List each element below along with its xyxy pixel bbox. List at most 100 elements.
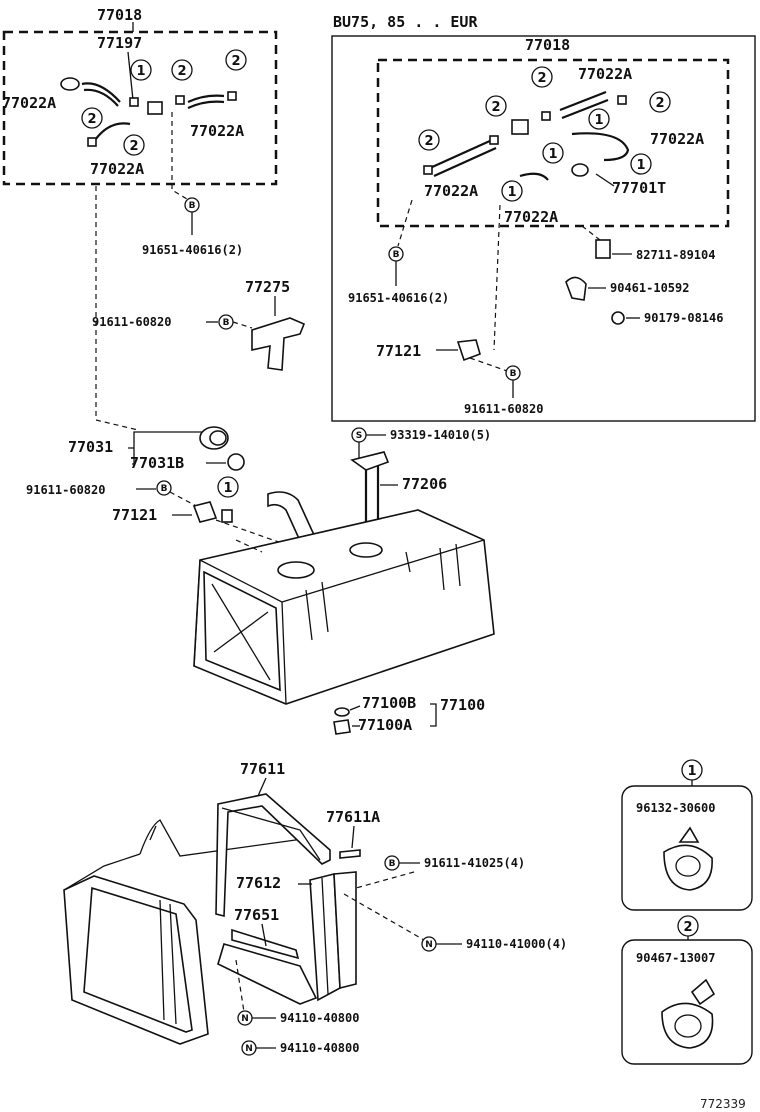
label-91611-41025[interactable]: 91611-41025(4)	[424, 856, 525, 870]
label-77612[interactable]: 77612	[236, 874, 281, 892]
clamp-callout-2c	[81, 107, 103, 129]
tank-sender-port	[349, 542, 383, 558]
inset-callout-1c	[630, 153, 652, 175]
label-77018-inset[interactable]: 77018	[525, 36, 570, 54]
svg-text:B: B	[161, 484, 168, 494]
label-77022a-bottom[interactable]: 77022A	[90, 160, 144, 178]
label-77018-left[interactable]: 77018	[97, 6, 142, 24]
svg-text:N: N	[425, 940, 433, 950]
svg-text:1: 1	[507, 185, 516, 200]
label-91651-40616-left[interactable]: 91651-40616(2)	[142, 243, 243, 257]
svg-text:2: 2	[231, 54, 240, 69]
label-77100b[interactable]: 77100B	[362, 694, 416, 712]
label-77031b[interactable]: 77031B	[130, 454, 184, 472]
leader-inset-82711	[581, 225, 601, 241]
cushion-77651	[217, 943, 318, 1005]
inset-hose-3	[571, 132, 630, 162]
bracket-77275	[251, 317, 306, 371]
label-91611-60820-inset[interactable]: 91611-60820	[464, 402, 543, 416]
bracket-77612-side	[333, 871, 357, 990]
leader-filler-to-hose-group	[95, 186, 139, 431]
label-77206[interactable]: 77206	[402, 475, 447, 493]
inset-clamp-d	[423, 165, 433, 175]
inset-callout-1d	[501, 180, 523, 202]
clip-82711	[595, 239, 611, 259]
tank-end-x-brace	[211, 583, 271, 681]
label-90461-10592[interactable]: 90461-10592	[610, 281, 689, 295]
label-77022a-inset-1[interactable]: 77022A	[578, 65, 632, 83]
svg-text:2: 2	[683, 920, 692, 935]
svg-text:B: B	[393, 250, 400, 260]
legend-part-96132-30600[interactable]: 96132-30600	[636, 801, 715, 815]
svg-text:2: 2	[537, 71, 546, 86]
label-77022a-inset-2[interactable]: 77022A	[650, 130, 704, 148]
label-82711-89104[interactable]: 82711-89104	[636, 248, 715, 262]
clamp-96132-30600	[663, 844, 713, 891]
label-77197[interactable]: 77197	[97, 34, 142, 52]
label-91611-60820-77121[interactable]: 91611-60820	[26, 483, 105, 497]
inset-frame	[331, 35, 756, 422]
clamp-small-tank	[221, 509, 233, 523]
label-77275[interactable]: 77275	[245, 278, 290, 296]
inset-callout-2b	[649, 91, 671, 113]
label-77022a-right[interactable]: 77022A	[190, 122, 244, 140]
assembly-77018-inset-boundary	[376, 58, 730, 228]
leader-77651	[261, 923, 267, 947]
leader-inset-bolt-b	[397, 199, 413, 247]
inset-callout-2a	[531, 66, 553, 88]
label-93319-14010[interactable]: 93319-14010(5)	[390, 428, 491, 442]
label-77100[interactable]: 77100	[440, 696, 485, 714]
leader-77611	[257, 777, 267, 797]
bracket-77121	[192, 501, 218, 523]
bracket-77100	[430, 703, 437, 727]
inset-check-valve-77701t	[571, 163, 589, 177]
tank-band-77611	[215, 793, 331, 918]
dash-nut-n1	[343, 893, 425, 941]
hose-right-edge	[187, 100, 225, 109]
legend-part-90467-13007[interactable]: 90467-13007	[636, 951, 715, 965]
nut-90179	[611, 311, 625, 325]
clip-77197	[129, 97, 139, 107]
label-94110-41000[interactable]: 94110-41000(4)	[466, 937, 567, 951]
clamp-callout-1	[130, 59, 152, 81]
svg-text:2: 2	[491, 100, 500, 115]
leader-77701t	[595, 173, 615, 187]
inset-clamp-c	[617, 95, 627, 105]
leader-inset-77121	[493, 204, 501, 351]
label-77022a-inset-3[interactable]: 77022A	[424, 182, 478, 200]
label-77022a-inset-4[interactable]: 77022A	[504, 208, 558, 226]
leader-77197	[127, 51, 134, 101]
clamp-callout-1-tank	[217, 476, 239, 498]
svg-text:N: N	[245, 1044, 253, 1054]
inset-hose-2b	[561, 98, 609, 120]
label-77651[interactable]: 77651	[234, 906, 279, 924]
label-77022a-left[interactable]: 77022A	[2, 94, 56, 112]
label-77611a[interactable]: 77611A	[326, 808, 380, 826]
label-77121-inset[interactable]: 77121	[376, 342, 421, 360]
label-90179-08146[interactable]: 90179-08146	[644, 311, 723, 325]
label-91651-40616-inset[interactable]: 91651-40616(2)	[348, 291, 449, 305]
label-77100a[interactable]: 77100A	[358, 716, 412, 734]
svg-text:B: B	[510, 369, 517, 379]
label-77701t[interactable]: 77701T	[612, 179, 666, 197]
dash-bolt-bottom	[355, 871, 415, 889]
label-91611-60820-77275[interactable]: 91611-60820	[92, 315, 171, 329]
svg-text:2: 2	[129, 139, 138, 154]
clamp-small-2	[227, 91, 237, 101]
tank-filler-neck	[277, 561, 315, 579]
label-94110-40800-a[interactable]: 94110-40800	[280, 1011, 359, 1025]
label-94110-40800-b[interactable]: 94110-40800	[280, 1041, 359, 1055]
label-77031[interactable]: 77031	[68, 438, 113, 456]
tank-band-group: 77611 77611A B 91611-41025(4) 77612 7765…	[63, 760, 567, 1056]
leader-77611a	[351, 825, 355, 849]
clamp-small-3	[87, 137, 97, 147]
clamp-90461	[565, 276, 587, 301]
label-77611[interactable]: 77611	[240, 760, 285, 778]
clamp-90467-tab	[690, 978, 716, 1006]
legend-box-1	[621, 785, 753, 911]
svg-text:S: S	[356, 431, 362, 441]
label-77121[interactable]: 77121	[112, 506, 157, 524]
front-band-inner	[83, 886, 193, 1033]
clamp-callout-2d	[123, 134, 145, 156]
